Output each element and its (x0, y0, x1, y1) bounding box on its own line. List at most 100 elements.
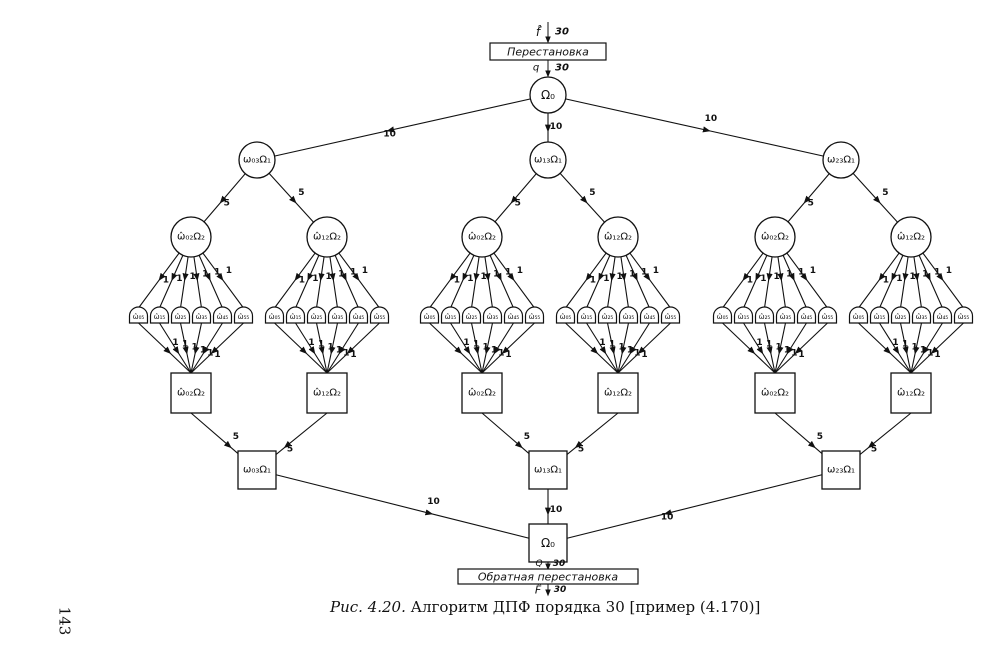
sub-2-0-box-node (754, 372, 796, 414)
leaf-0-0-0-label: ω̂₀₅ (133, 313, 145, 321)
leaf-in-edge-2-1-2-weight: 1 (909, 272, 915, 282)
leaf-in-edge-1-1-0-weight: 1 (590, 275, 596, 285)
sub-0-1-circle-node (306, 216, 348, 258)
leaf-out-edge-0-0-5-weight: 1 (214, 350, 220, 360)
leaf-out-edge-1-0-5-weight: 1 (505, 350, 511, 360)
sub-2-0-circle-node (754, 216, 796, 258)
group-0-box-node-label: ω₀₃Ω₁ (243, 465, 271, 476)
leaf-1-0-3 (482, 306, 503, 324)
group-box-2-to-root-box-edge-weight: 10 (661, 513, 674, 523)
leaf-in-edge-1-1-1-weight: 1 (603, 274, 609, 284)
leaf-1-0-4 (503, 306, 524, 324)
leaf-in-edge-0-0-0-weight: 1 (163, 275, 169, 285)
leaf-0-0-4 (212, 306, 233, 324)
leaf-out-edge-0-1-0-weight: 1 (308, 338, 314, 348)
leaf-out-edge-2-0-5 (774, 322, 828, 374)
group-2-box-node (821, 450, 861, 490)
leaf-1-0-0 (419, 306, 440, 324)
sub-2-0-box-node-label: ω̂₀₂Ω₂ (761, 387, 789, 399)
leaf-out-edge-2-1-0-weight: 1 (892, 338, 898, 348)
leaf-0-0-2-label: ω̂₂₅ (175, 313, 187, 321)
leaf-1-1-3 (618, 306, 639, 324)
sub-1-0-box-node (461, 372, 503, 414)
leaf-1-0-4-label: ω̂₄₅ (508, 313, 520, 321)
leaf-0-0-5-label: ω̂₅₅ (238, 313, 250, 321)
leaf-0-0-3 (191, 306, 212, 324)
group-2-to-sub-0-edge-weight: 5 (808, 199, 814, 209)
output-label: F̂ (535, 583, 542, 596)
leaf-out-edge-1-0-4-weight: 1 (498, 348, 504, 358)
inverse-permutation-label: Обратная перестановка (478, 571, 619, 584)
leaf-out-edge-2-1-2 (899, 322, 912, 374)
leaf-out-edge-2-1-1 (879, 322, 912, 374)
sub-2-1-box-node (890, 372, 932, 414)
leaf-in-edge-2-1-1-weight: 1 (896, 274, 902, 284)
leaf-0-1-4 (348, 306, 369, 324)
leaf-out-edge-1-0-2 (470, 322, 483, 374)
leaf-1-1-2-label: ω̂₂₅ (602, 313, 614, 321)
leaf-out-edge-2-0-3 (774, 322, 787, 374)
root-to-group-0-edge-weight: 10 (383, 130, 396, 140)
sub-1-1-box-node-label: ω̂₁₂Ω₂ (604, 387, 632, 399)
bottom-q-label: Q (535, 559, 542, 569)
leaf-out-edge-0-1-5-weight: 1 (350, 350, 356, 360)
leaf-out-edge-1-0-3 (481, 322, 494, 374)
leaf-in-edge-1-1-2-weight: 1 (616, 272, 622, 282)
root-circle-node-label: Ω₀ (541, 88, 555, 102)
sub-1-1-circle-node (597, 216, 639, 258)
leaf-out-edge-1-1-3 (617, 322, 630, 374)
leaf-1-1-3-label: ω̂₃₅ (623, 313, 635, 321)
leaf-out-edge-1-1-5-weight: 1 (641, 350, 647, 360)
leaf-1-1-1 (576, 306, 597, 324)
figure-caption: Рис. 4.20. Алгоритм ДПФ порядка 30 [прим… (330, 598, 760, 616)
sub-0-1-circle-node-label: ω̂₁₂Ω₂ (313, 231, 341, 243)
group-0-box-node (237, 450, 277, 490)
leaf-in-edge-0-1-1-weight: 1 (312, 274, 318, 284)
root-to-group-1-edge-weight: 10 (550, 122, 563, 132)
leaf-out-edge-2-1-5-weight: 1 (934, 350, 940, 360)
leaf-2-1-4-label: ω̂₄₅ (937, 313, 949, 321)
leaf-1-0-1 (440, 306, 461, 324)
figure-title: Алгоритм ДПФ порядка 30 [пример (4.170)] (410, 598, 761, 616)
leaf-0-0-5 (233, 306, 254, 324)
leaf-1-0-2 (461, 306, 482, 324)
leaf-2-1-3 (911, 306, 932, 324)
sub-1-0-box-node-label: ω̂₀₂Ω₂ (468, 387, 496, 399)
input-count: 30 (555, 27, 569, 38)
leaf-in-edge-1-0-5-weight: 1 (517, 266, 523, 276)
leaf-in-edge-2-0-0-weight: 1 (747, 275, 753, 285)
leaf-2-0-3 (775, 306, 796, 324)
leaf-out-edge-0-0-4 (190, 322, 223, 374)
leaf-2-0-0 (712, 306, 733, 324)
leaf-2-0-2 (754, 306, 775, 324)
leaf-2-0-4-label: ω̂₄₅ (801, 313, 813, 321)
leaf-out-edge-1-1-4-weight: 1 (634, 348, 640, 358)
sub-2-1-box-node-label: ω̂₁₂Ω₂ (897, 387, 925, 399)
sub-0-to-group-box-0-edge-weight: 5 (233, 432, 239, 442)
leaf-out-edge-2-0-4 (774, 322, 807, 374)
leaf-0-1-2-label: ω̂₂₅ (311, 313, 323, 321)
leaf-2-1-4 (932, 306, 953, 324)
leaf-1-0-5 (524, 306, 545, 324)
leaf-in-edge-2-0-1-weight: 1 (760, 274, 766, 284)
leaf-out-edge-0-1-1 (295, 322, 328, 374)
leaf-out-edge-1-1-1 (586, 322, 619, 374)
leaf-out-edge-0-1-4-weight: 1 (343, 348, 349, 358)
leaf-2-0-1 (733, 306, 754, 324)
leaf-out-edge-2-0-4-weight: 1 (791, 348, 797, 358)
leaf-out-edge-0-1-2 (315, 322, 328, 374)
leaf-in-edge-0-1-2-weight: 1 (325, 272, 331, 282)
leaf-out-edge-0-0-0 (138, 322, 192, 374)
sub-0-1-box-node (306, 372, 348, 414)
leaf-out-edge-1-1-2 (606, 322, 619, 374)
leaf-in-edge-0-0-1-weight: 1 (176, 274, 182, 284)
leaf-0-1-5 (369, 306, 390, 324)
sub-1-to-group-box-0-edge-weight: 5 (287, 444, 293, 454)
group-1-box-node-label: ω₁₃Ω₁ (534, 465, 562, 476)
leaf-2-0-2-label: ω̂₂₅ (759, 313, 771, 321)
leaf-out-edge-1-0-0 (429, 322, 483, 374)
leaf-2-1-2-label: ω̂₂₅ (895, 313, 907, 321)
group-1-circle-node (529, 141, 567, 179)
sub-2-1-circle-node (890, 216, 932, 258)
